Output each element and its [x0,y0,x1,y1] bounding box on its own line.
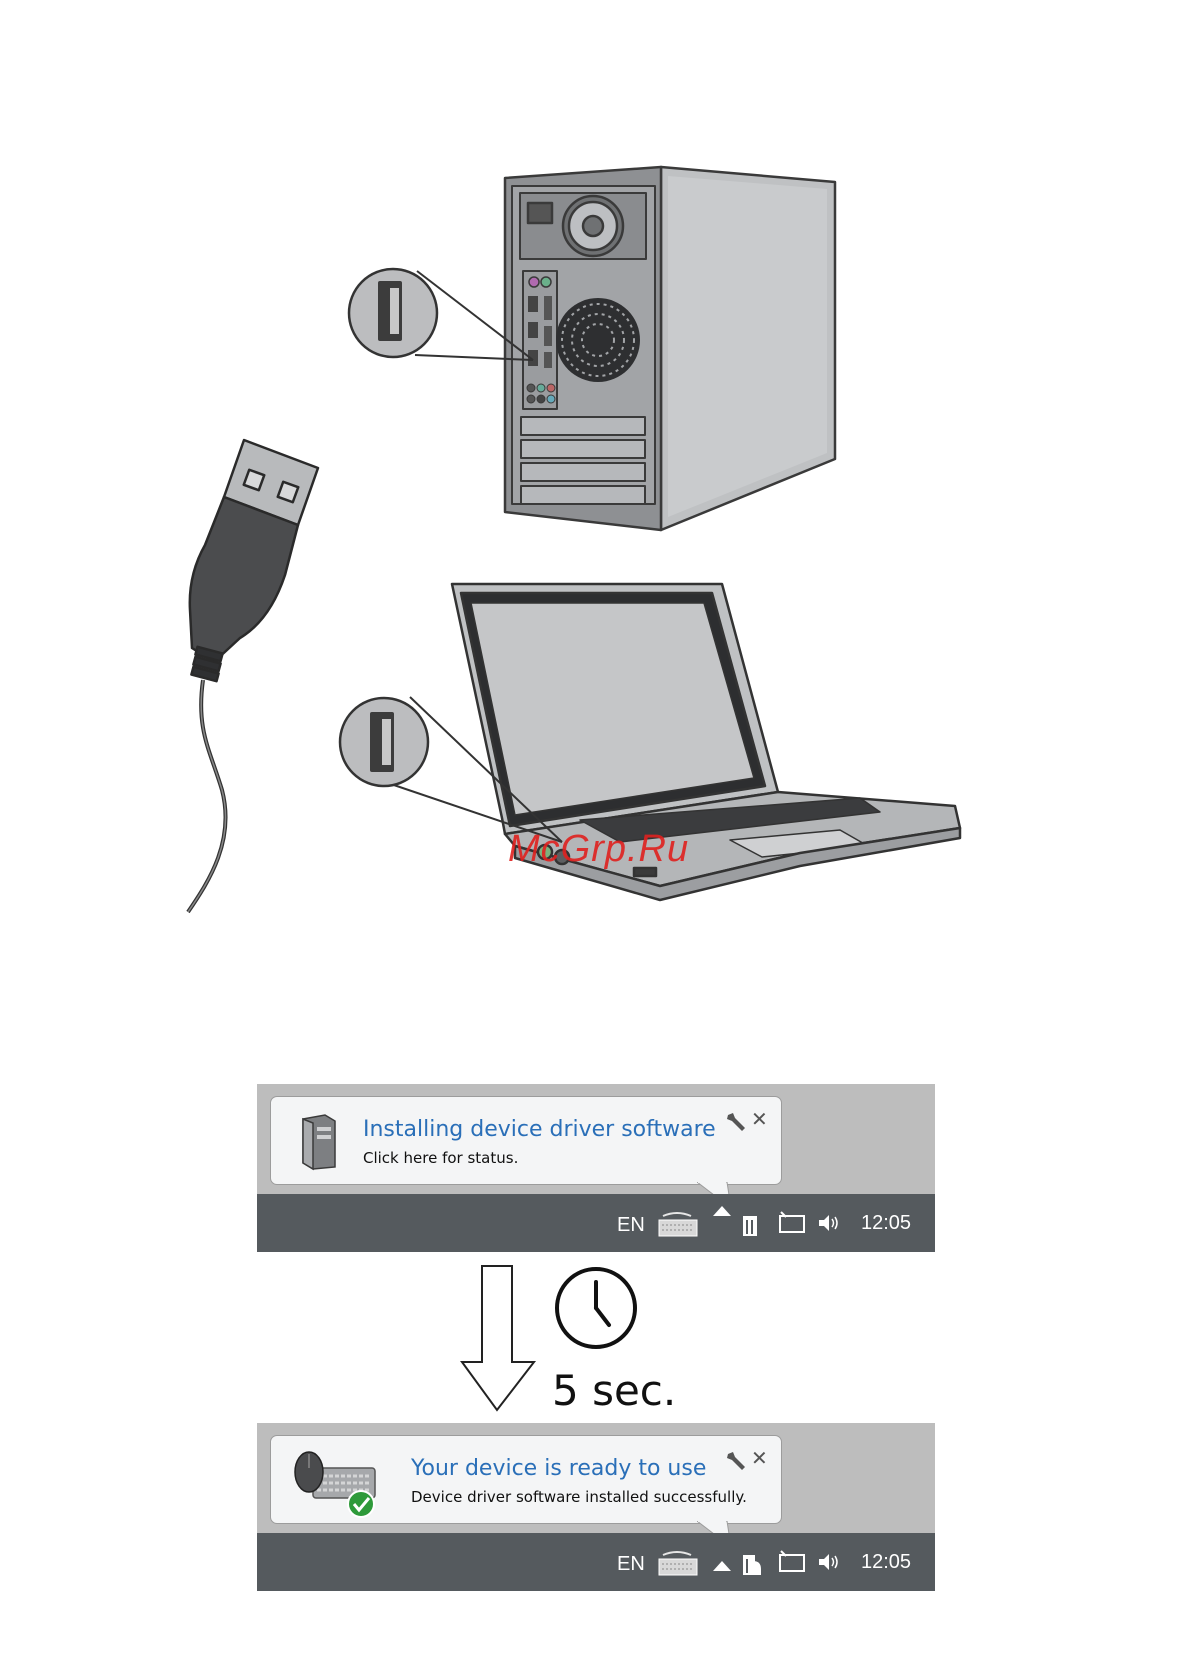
notification-subtitle: Click here for status. [363,1149,518,1167]
show-hidden-icons-arrow[interactable] [711,1204,733,1218]
volume-icon[interactable] [817,1551,841,1573]
notification-title: Your device is ready to use [411,1456,706,1481]
close-icon[interactable]: ✕ [751,1107,768,1131]
watermark: McGrp.Ru [508,828,689,871]
clock-time[interactable]: 12:05 [861,1551,911,1574]
clock-time[interactable]: 12:05 [861,1212,911,1235]
wrench-icon[interactable] [725,1450,747,1470]
notification-balloon[interactable]: Your device is ready to use Device drive… [270,1435,782,1524]
volume-icon[interactable] [817,1212,841,1234]
network-icon[interactable] [777,1549,807,1575]
taskbar: EN 12:05 [257,1194,935,1252]
notification-balloon[interactable]: Installing device driver software Click … [270,1096,782,1185]
keyboard-icon[interactable] [657,1210,699,1238]
close-icon[interactable]: ✕ [751,1446,768,1470]
checkmark-icon [348,1491,374,1517]
language-indicator[interactable]: EN [617,1214,645,1237]
clock-icon [552,1264,640,1352]
notification-panel-installing: Installing device driver software Click … [257,1084,935,1252]
network-icon[interactable] [777,1210,807,1236]
wait-duration-label: 5 sec. [552,1366,676,1415]
language-indicator[interactable]: EN [617,1553,645,1576]
notification-panel-ready: Your device is ready to use Device drive… [257,1423,935,1591]
keyboard-mouse-icon [289,1446,381,1518]
wrench-icon[interactable] [725,1111,747,1131]
connection-illustration [0,0,1192,960]
down-arrow-icon [460,1264,540,1414]
notification-subtitle: Device driver software installed success… [411,1488,747,1506]
usb-tray-icon[interactable] [739,1208,761,1238]
show-hidden-icons-arrow[interactable] [711,1559,733,1573]
taskbar: EN 12:05 [257,1533,935,1591]
keyboard-icon[interactable] [657,1549,699,1577]
desktop-tower-icon [505,167,835,530]
usb-tray-icon[interactable] [739,1547,765,1577]
notification-title: Installing device driver software [363,1117,716,1142]
computer-icon [297,1111,341,1171]
usb-plug-icon [188,440,318,912]
